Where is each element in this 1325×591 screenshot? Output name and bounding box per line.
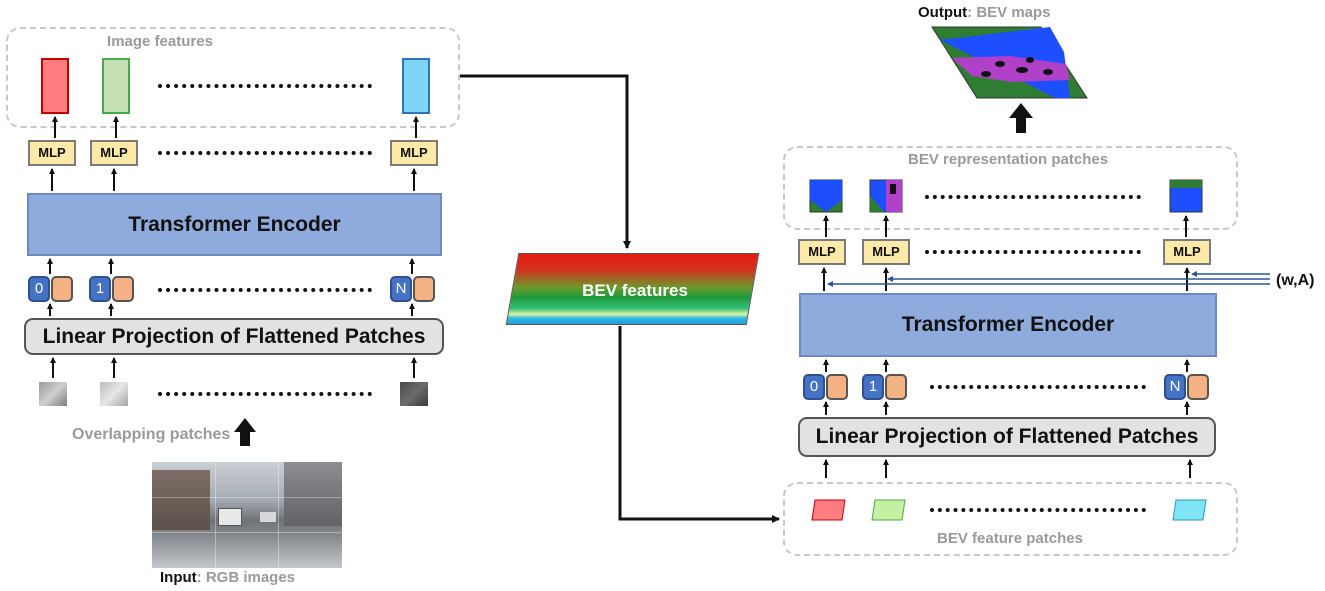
left-tokens-ellipsis (158, 288, 372, 292)
output-caption: Output: BEV maps (918, 4, 1051, 21)
right-transformer-encoder: Transformer Encoder (799, 293, 1217, 357)
right-token-1-position: 1 (862, 374, 884, 400)
right-token-0-embedding (826, 374, 848, 400)
image-feature-red (41, 58, 69, 114)
output-caption-bold: Output (918, 4, 968, 21)
bev-feature-patches-ellipsis (930, 508, 1146, 512)
left-token-n-position: N (390, 276, 412, 302)
left-patches-ellipsis (158, 392, 372, 396)
image-features-label: Image features (107, 33, 213, 50)
left-mlp-2: MLP (90, 140, 138, 166)
left-patch-2 (100, 382, 128, 406)
bev-repr-ellipsis (925, 195, 1141, 199)
rgb-input-image (152, 462, 342, 568)
right-token-n-position: N (1164, 374, 1186, 400)
right-token-n-embedding (1187, 374, 1209, 400)
left-patch-1 (39, 382, 67, 406)
right-mlp-2: MLP (862, 239, 910, 265)
left-token-n-embedding (413, 276, 435, 302)
input-caption: Input: RGB images (160, 569, 295, 586)
left-transformer-encoder: Transformer Encoder (27, 193, 442, 256)
right-token-0-position: 0 (803, 374, 825, 400)
left-patch-n (400, 382, 428, 406)
left-token-0-position: 0 (28, 276, 50, 302)
wa-condition-label: (w,A) (1276, 272, 1315, 289)
left-token-0-embedding (51, 276, 73, 302)
right-mlp-1: MLP (798, 239, 846, 265)
image-feature-green (102, 58, 130, 114)
left-mlp-n: MLP (390, 140, 438, 166)
right-mlp-ellipsis (925, 250, 1141, 254)
right-tokens-ellipsis (930, 385, 1146, 389)
right-token-1-embedding (885, 374, 907, 400)
input-caption-bold: Input (160, 569, 197, 586)
right-linear-projection: Linear Projection of Flattened Patches (798, 417, 1216, 457)
image-feature-blue (402, 58, 430, 114)
bev-representation-box (783, 146, 1238, 230)
bev-features-label: BEV features (582, 281, 688, 300)
bev-feature-patches-label: BEV feature patches (937, 530, 1083, 547)
output-caption-rest: : BEV maps (967, 4, 1051, 21)
overlapping-patches-label: Overlapping patches (72, 426, 231, 443)
left-token-1-position: 1 (89, 276, 111, 302)
left-mlp-1: MLP (28, 140, 76, 166)
left-mlp-ellipsis (158, 151, 372, 155)
left-token-1-embedding (112, 276, 134, 302)
image-features-box (6, 27, 460, 128)
right-mlp-n: MLP (1163, 239, 1211, 265)
bev-representation-label: BEV representation patches (908, 151, 1109, 168)
image-features-ellipsis (158, 84, 372, 88)
bev-feature-patches-box (783, 482, 1238, 556)
input-caption-rest: : RGB images (196, 569, 296, 586)
left-linear-projection: Linear Projection of Flattened Patches (24, 318, 444, 355)
